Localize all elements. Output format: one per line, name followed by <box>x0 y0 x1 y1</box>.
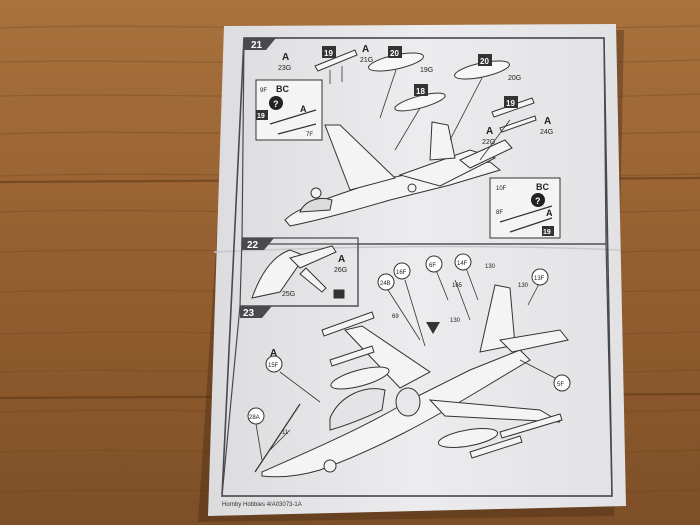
part-22g: 22G <box>482 139 495 146</box>
part-15f: 15F <box>268 363 279 369</box>
part-21g: 21G <box>360 57 373 64</box>
part-6f: 6F <box>429 263 436 269</box>
number-11: 11 <box>282 430 289 436</box>
part-23g: 23G <box>278 65 291 72</box>
svg-text:7F: 7F <box>306 132 313 138</box>
part-16f: 16F <box>396 270 407 276</box>
part-a-22g: A <box>486 126 493 137</box>
svg-text:19: 19 <box>543 229 551 236</box>
instruction-sheet <box>208 24 626 516</box>
step-21-number: 21 <box>251 40 263 51</box>
step22-part-a: A <box>338 254 345 265</box>
part-badge-20-top-left: 20 <box>388 46 402 58</box>
svg-text:19: 19 <box>257 113 265 120</box>
step-21-tab: 21 <box>244 38 276 51</box>
number-130-a: 130 <box>485 264 496 270</box>
step22-part-25g: 25G <box>282 291 295 298</box>
question-mark-icon <box>269 96 283 110</box>
step-23-number: 23 <box>243 308 255 319</box>
svg-text:9F: 9F <box>260 88 267 94</box>
part-20g: 20G <box>508 75 521 82</box>
glue-marker-icon <box>426 322 440 334</box>
part-19g: 19G <box>420 67 433 74</box>
part-14f: 14F <box>457 261 468 267</box>
part-badge-20-top-right: 20 <box>478 54 492 66</box>
part-a-mid: A <box>362 44 369 55</box>
svg-text:A: A <box>546 208 553 218</box>
step23-panel <box>221 243 613 497</box>
inset-right-detail: BC 10F ? 8F A 19 <box>489 177 561 239</box>
part-badge-19-top: 19 <box>322 46 336 58</box>
part-24g: 24G <box>540 129 553 136</box>
sheet-fold <box>213 245 621 253</box>
svg-text:BC: BC <box>536 182 549 192</box>
part-24b: 24B <box>380 281 391 287</box>
svg-text:19: 19 <box>324 49 333 58</box>
footer-text: Hornby Hobbies 4/A03073-1A <box>222 502 302 508</box>
step22-tail-detail <box>251 245 345 299</box>
part-badge-18: 18 <box>414 84 428 96</box>
step-22-number: 22 <box>247 240 259 251</box>
question-mark-icon <box>531 193 545 207</box>
svg-text:20: 20 <box>480 57 489 66</box>
part-circle-markers <box>247 253 571 425</box>
part-5f: 5F <box>557 382 564 388</box>
part-badge-19-right: 19 <box>504 96 518 108</box>
svg-text:8F: 8F <box>496 210 503 216</box>
svg-text:BC: BC <box>276 84 289 94</box>
step-23-tab: 23 <box>240 306 272 319</box>
step22-part-26g: 26G <box>334 267 347 274</box>
part-a-right: A <box>544 116 551 127</box>
step-22-tab: 22 <box>242 238 274 251</box>
svg-text:18: 18 <box>416 87 425 96</box>
part-28a: 28A <box>249 415 260 421</box>
svg-text:19: 19 <box>506 99 515 108</box>
svg-text:10F: 10F <box>496 186 507 192</box>
part-13f: 13F <box>534 276 545 282</box>
svg-text:?: ? <box>273 99 279 109</box>
step23-leader-lines <box>255 267 556 461</box>
number-130-c: 130 <box>450 318 461 324</box>
step21-leader-lines <box>329 66 511 161</box>
inset-left-detail: BC 9F ? 19 A 7F <box>255 79 323 141</box>
step23-aircraft <box>254 284 569 478</box>
number-165: 165 <box>452 283 463 289</box>
svg-text:?: ? <box>535 196 541 206</box>
svg-text:A: A <box>300 104 307 114</box>
part-a-left: A <box>282 52 289 63</box>
number-130-b: 130 <box>518 283 529 289</box>
number-69: 69 <box>392 314 399 320</box>
step23-part-a: A <box>270 348 277 359</box>
svg-text:20: 20 <box>390 49 399 58</box>
step21-aircraft <box>284 121 513 227</box>
